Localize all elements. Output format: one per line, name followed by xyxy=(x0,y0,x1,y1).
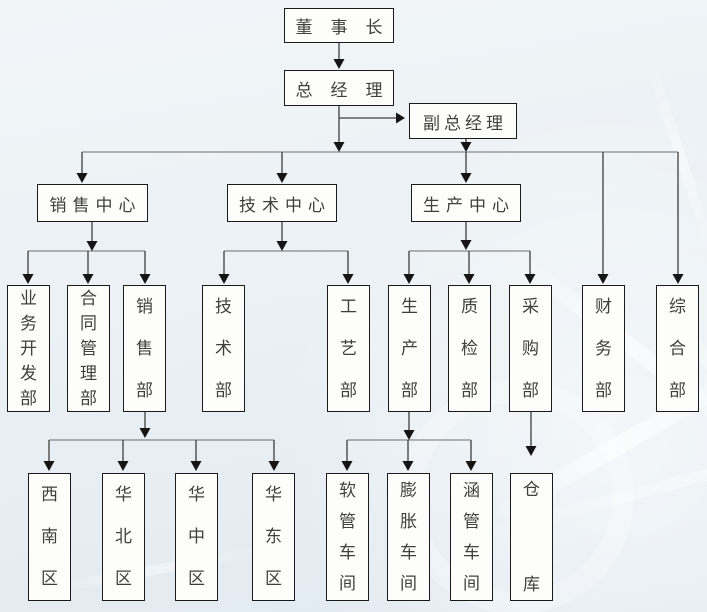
org-node-expansion-workshop: 膨胀车间 xyxy=(387,473,430,601)
org-node-tech-center: 技术中心 xyxy=(227,184,337,222)
org-node-deputy-general-manager: 副总经理 xyxy=(409,103,517,139)
org-node-production-center: 生产中心 xyxy=(411,184,521,222)
org-node-general-manager: 总经理 xyxy=(284,70,394,106)
org-node-quality-dept: 质检部 xyxy=(448,285,491,412)
org-node-label: 华北区 xyxy=(115,485,132,588)
org-node-finance-dept: 财务部 xyxy=(582,285,625,412)
org-node-label: 财务部 xyxy=(595,296,612,400)
org-node-general-affairs-dept: 综合部 xyxy=(656,285,699,412)
org-node-label: 华东区 xyxy=(265,485,282,588)
org-node-production-dept: 生产部 xyxy=(388,285,431,412)
org-node-warehouse: 仓库 xyxy=(510,473,553,601)
org-node-label: 副总经理 xyxy=(423,113,507,133)
org-node-label: 技术部 xyxy=(215,296,232,400)
org-node-label: 质检部 xyxy=(461,296,478,400)
org-node-label: 华中区 xyxy=(188,485,205,588)
org-node-tech-dept: 技术部 xyxy=(202,285,245,412)
org-node-label: 业务开发部 xyxy=(20,289,37,408)
org-node-label: 生产中心 xyxy=(423,195,515,215)
org-node-hose-workshop: 软管车间 xyxy=(326,473,369,601)
org-node-label: 销售中心 xyxy=(49,195,142,215)
org-node-label: 涵管车间 xyxy=(463,481,480,593)
org-node-label: 采购部 xyxy=(522,296,539,400)
org-node-label: 综合部 xyxy=(669,296,686,400)
org-node-central-china-region: 华中区 xyxy=(175,473,218,601)
org-node-label: 软管车间 xyxy=(339,481,356,593)
org-node-culvert-workshop: 涵管车间 xyxy=(450,473,493,601)
org-node-process-dept: 工艺部 xyxy=(327,285,370,412)
org-node-label: 仓库 xyxy=(523,480,540,594)
org-node-sales-dept: 销售部 xyxy=(123,285,166,412)
org-node-north-china-region: 华北区 xyxy=(102,473,145,601)
org-node-label: 合同管理部 xyxy=(80,289,97,408)
org-node-label: 总经理 xyxy=(295,80,401,100)
org-node-chairman: 董事长 xyxy=(284,8,394,43)
org-node-sales-center: 销售中心 xyxy=(37,184,148,222)
org-node-label: 工艺部 xyxy=(340,296,357,400)
org-node-label: 技术中心 xyxy=(239,195,331,215)
org-node-label: 生产部 xyxy=(401,296,418,400)
org-node-business-dev-dept: 业务开发部 xyxy=(7,285,50,412)
org-node-purchasing-dept: 采购部 xyxy=(509,285,552,412)
org-node-label: 膨胀车间 xyxy=(400,481,417,593)
org-node-southwest-region: 西南区 xyxy=(28,473,71,601)
org-node-label: 销售部 xyxy=(136,296,153,400)
org-node-label: 西南区 xyxy=(41,485,58,588)
org-node-contract-mgmt-dept: 合同管理部 xyxy=(67,285,110,412)
org-node-label: 董事长 xyxy=(295,18,401,37)
org-node-east-china-region: 华东区 xyxy=(252,473,295,601)
